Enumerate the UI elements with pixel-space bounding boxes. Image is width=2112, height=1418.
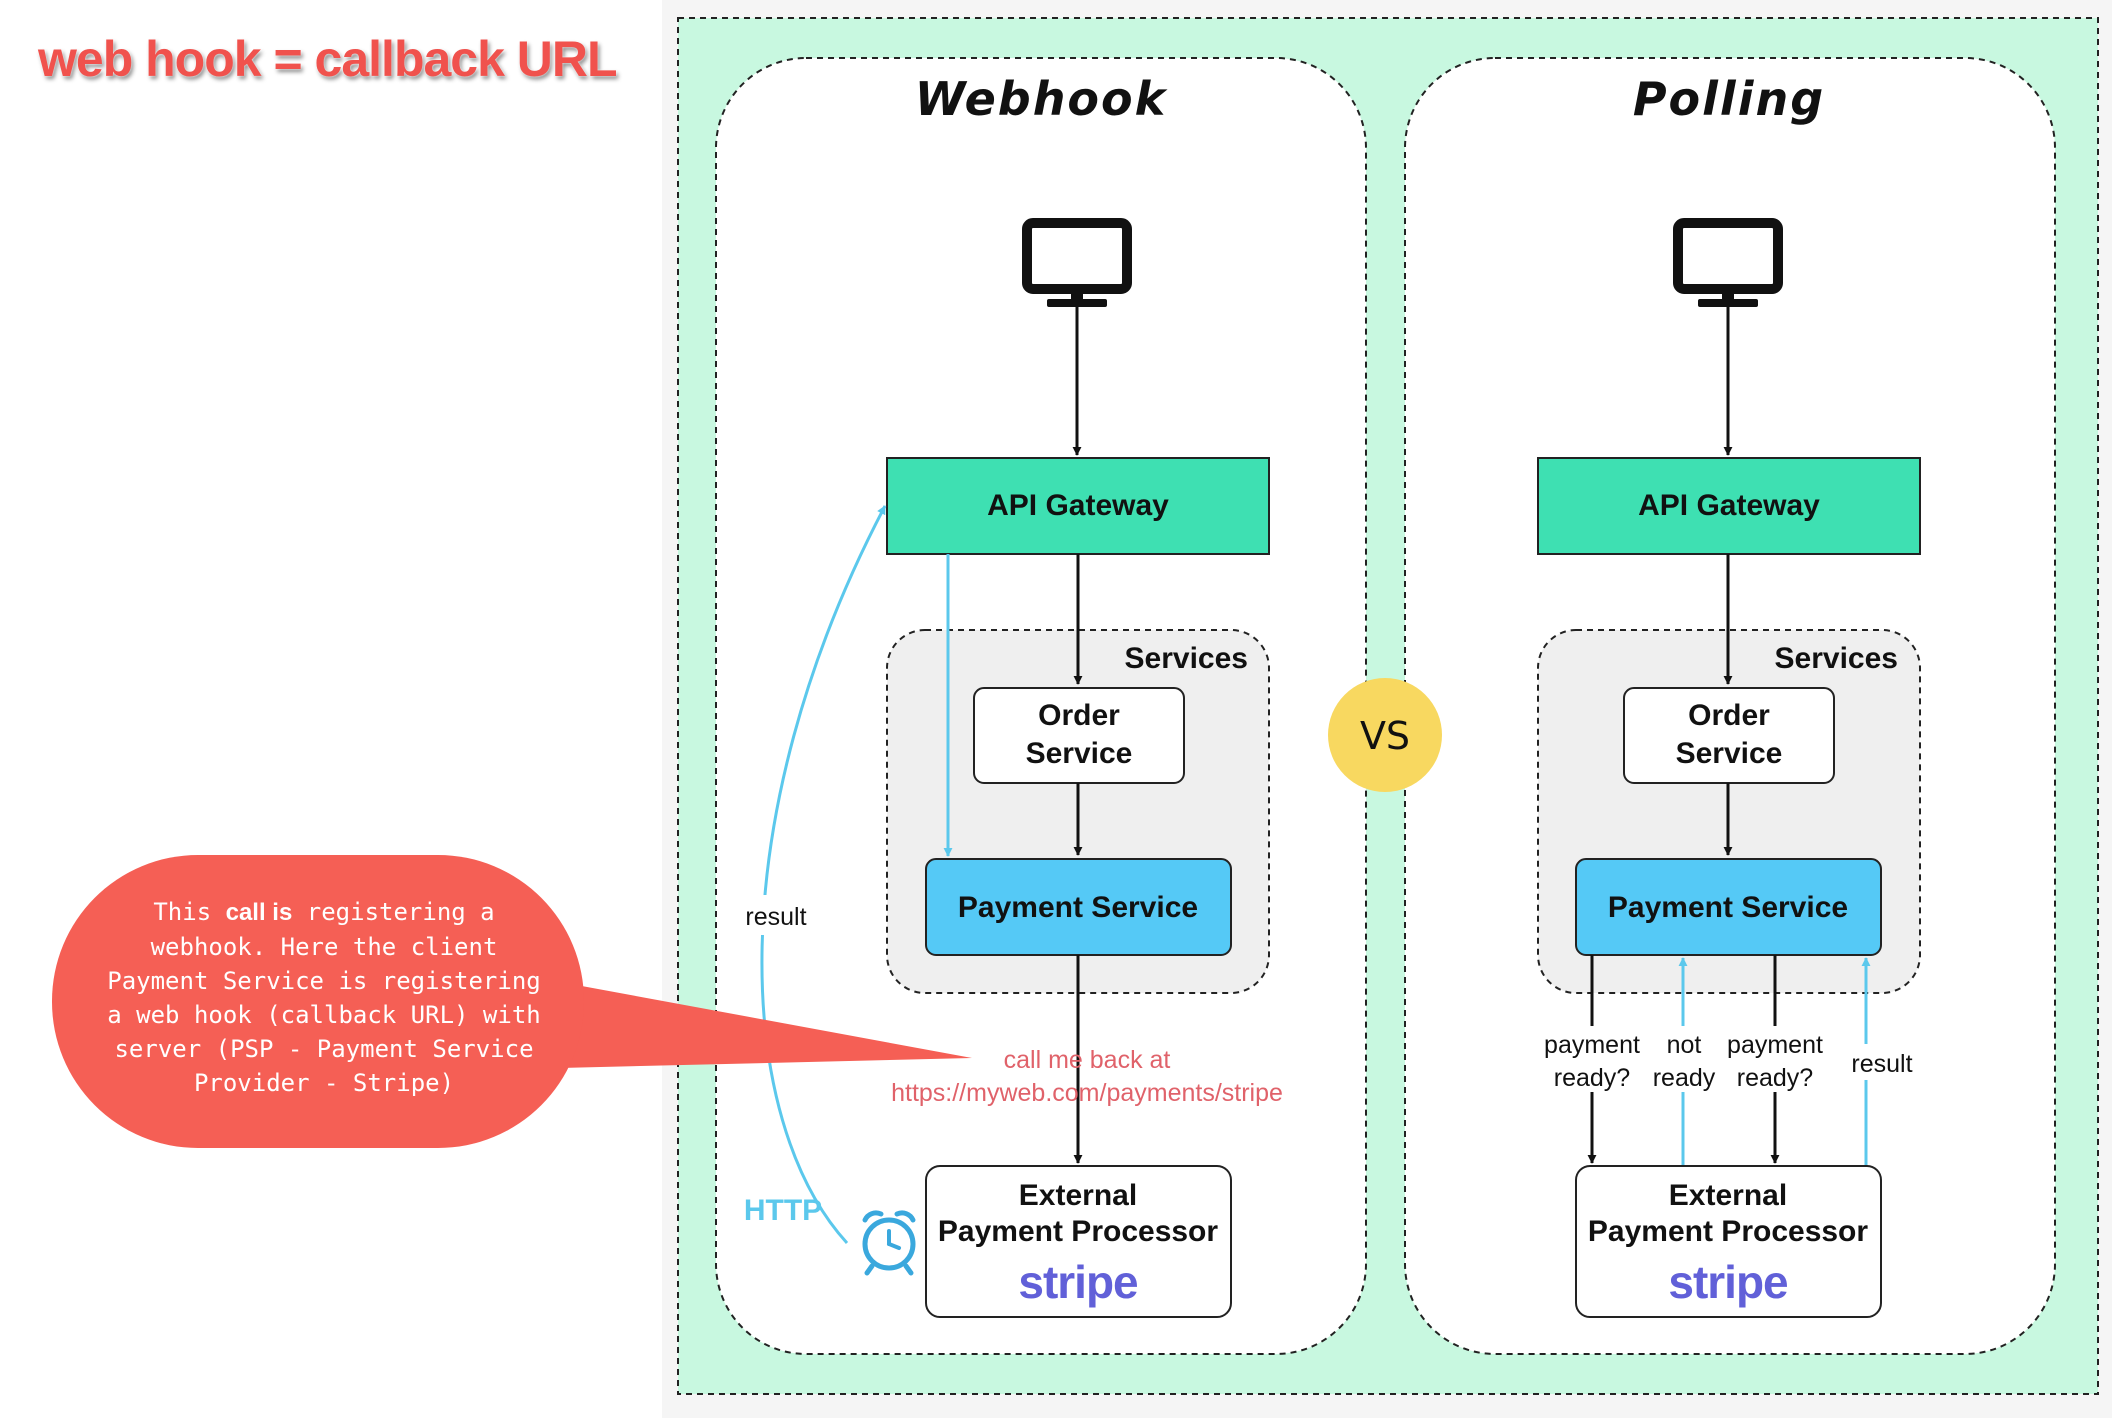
poll-nr-line1: not <box>1667 1031 1702 1059</box>
poll-q1-line1: payment <box>1544 1031 1640 1059</box>
polling-services-label: Services <box>1775 642 1898 675</box>
polling-external-line1: External <box>1669 1179 1787 1212</box>
webhook-order-line2: Service <box>1026 737 1133 770</box>
callout-line6: Provider - Stripe) <box>193 1069 455 1097</box>
callout-line3: Payment Service is registering <box>107 967 541 995</box>
callout-text: This call is registering a webhook. Here… <box>74 895 574 1100</box>
polling-external-processor <box>1575 1165 1882 1318</box>
webhook-title: Webhook <box>915 72 1168 126</box>
callout-bold: call is <box>225 899 293 926</box>
webhook-external-line2: Payment Processor <box>938 1215 1218 1248</box>
polling-api-gateway-label: API Gateway <box>1638 489 1820 522</box>
callout-line1: This call is registering a <box>153 898 495 926</box>
polling-external-line2: Payment Processor <box>1588 1215 1868 1248</box>
poll-q1-line2: ready? <box>1554 1064 1630 1092</box>
webhook-order-line1: Order <box>1038 699 1120 732</box>
vs-badge <box>1328 678 1442 792</box>
http-label: HTTP <box>744 1194 822 1227</box>
webhook-external-line1: External <box>1019 1179 1137 1212</box>
callout-line2: webhook. Here the client <box>150 933 498 961</box>
poll-result-label: result <box>1851 1050 1912 1078</box>
webhook-api-gateway <box>886 457 1270 555</box>
webhook-result-label: result <box>745 903 806 931</box>
webhook-result-arrow <box>760 505 887 1245</box>
vs-label: VS <box>1360 714 1410 758</box>
polling-payment-service <box>1575 858 1882 956</box>
polling-order-line2: Service <box>1676 737 1783 770</box>
callout-line4: a web hook (callback URL) with <box>107 1001 541 1029</box>
poll-q2-line2: ready? <box>1737 1064 1813 1092</box>
webhook-api-gateway-label: API Gateway <box>987 489 1169 522</box>
alarm-clock-icon <box>862 1210 916 1276</box>
webhook-services-label: Services <box>1125 642 1248 675</box>
poll-nr-line2: ready <box>1653 1064 1716 1092</box>
polling-payment-service-label: Payment Service <box>1608 891 1848 924</box>
callback-line2: https://myweb.com/payments/stripe <box>891 1079 1283 1107</box>
webhook-stripe-logo: stripe <box>1018 1256 1138 1308</box>
webhook-external-processor <box>925 1165 1232 1318</box>
webhook-payment-service-label: Payment Service <box>958 891 1198 924</box>
polling-stripe-logo: stripe <box>1668 1256 1788 1308</box>
polling-title: Polling <box>1633 72 1825 126</box>
callout-line5: server (PSP - Payment Service <box>114 1035 534 1063</box>
callout-bubble <box>52 855 972 1148</box>
polling-api-gateway <box>1537 457 1921 555</box>
poll-q2-line1: payment <box>1727 1031 1823 1059</box>
monitor-icon <box>1022 218 1132 307</box>
heading: web hook = callback URL <box>38 31 618 87</box>
monitor-icon <box>1673 218 1783 307</box>
polling-order-line1: Order <box>1688 699 1770 732</box>
callback-line1: call me back at <box>1004 1046 1171 1074</box>
